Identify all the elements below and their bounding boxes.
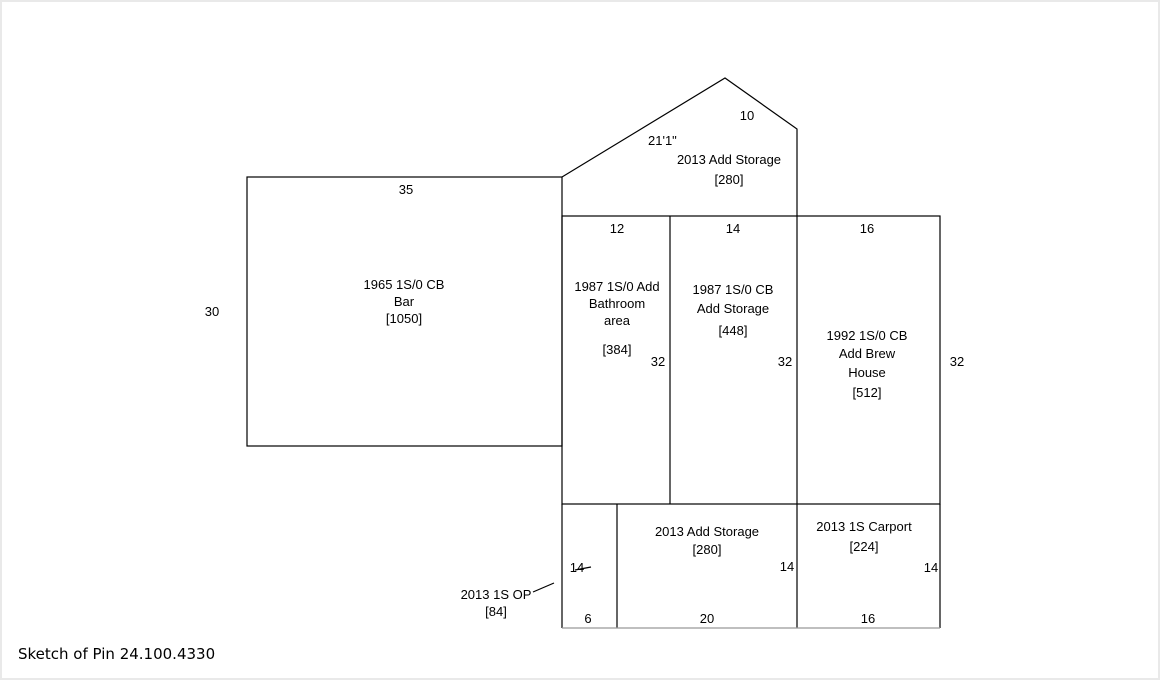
storage-bottom-title: 2013 Add Storage [655,524,759,539]
bar-width-label: 35 [399,182,413,197]
storage-1987-width-label: 14 [726,221,740,236]
open-porch-area: [84] [485,604,507,619]
brew-house-area: [512] [853,385,882,400]
main-block-outline [561,215,941,505]
open-porch-width-label: 6 [584,611,591,626]
brew-house-title-2: Add Brew [839,346,896,361]
storage-1987-depth-label: 32 [778,354,792,369]
storage-1987-title-1: 1987 1S/0 CB [693,282,774,297]
storage-top-area: [280] [715,172,744,187]
storage-bottom-width-label: 20 [700,611,714,626]
bar-title-1: 1965 1S/0 CB [364,277,445,292]
bathroom-title-2: Bathroom [589,296,645,311]
open-porch-tick [574,566,592,571]
carport-area: [224] [850,539,879,554]
bathroom-depth-label: 32 [651,354,665,369]
carport-depth-label: 14 [924,560,938,575]
bathroom-title-1: 1987 1S/0 Add [574,279,659,294]
storage-top-title: 2013 Add Storage [677,152,781,167]
carport-title: 2013 1S Carport [816,519,912,534]
sketch-lines [246,77,941,629]
brew-house-depth-label: 32 [950,354,964,369]
brew-house-width-label: 16 [860,221,874,236]
bar-title-2: Bar [394,294,415,309]
bar-area: [1050] [386,311,422,326]
storage-bottom-depth-label: 14 [780,559,794,574]
sketch-caption: Sketch of Pin 24.100.4330 [18,645,216,663]
storage-1987-title-2: Add Storage [697,301,769,316]
bar-depth-label: 30 [205,304,219,319]
bathroom-area: [384] [603,342,632,357]
open-porch-pointer [532,582,555,593]
brew-house-title-1: 1992 1S/0 CB [827,328,908,343]
bathroom-title-3: area [604,313,631,328]
storage-1987-area: [448] [719,323,748,338]
brew-house-title-3: House [848,365,886,380]
bathroom-width-label: 12 [610,221,624,236]
storage-top-outline [561,77,798,216]
storage-top-slope-label: 21'1" [648,133,677,148]
open-porch-title: 2013 1S OP [461,587,532,602]
open-porch-depth-label: 14 [570,560,584,575]
storage-top-side-label: 10 [740,108,754,123]
storage-bottom-area: [280] [693,542,722,557]
carport-width-label: 16 [861,611,875,626]
